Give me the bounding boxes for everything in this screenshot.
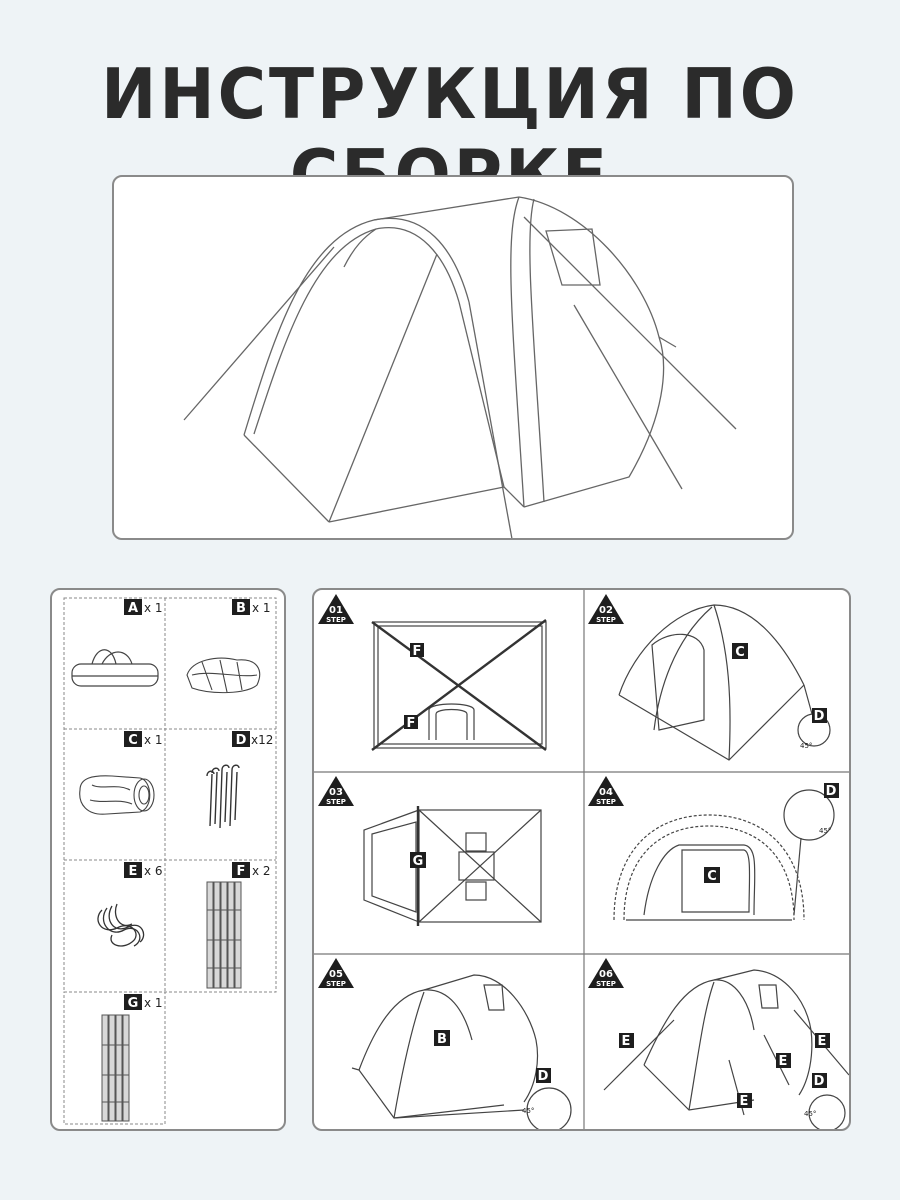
svg-text:04: 04 — [599, 787, 613, 798]
svg-text:x12: x12 — [251, 733, 273, 747]
svg-text:C: C — [128, 733, 138, 748]
svg-text:B: B — [437, 1032, 447, 1047]
svg-text:06: 06 — [599, 969, 613, 980]
step-06: 06 STEP E E E D E 4 — [588, 958, 849, 1129]
part-f: F x 2 — [206, 862, 271, 989]
svg-text:05: 05 — [329, 969, 343, 980]
svg-text:01: 01 — [329, 605, 343, 616]
svg-text:45°: 45° — [819, 827, 831, 835]
parts-list-panel: A x 1 B x 1 C x 1 — [50, 588, 286, 1131]
svg-text:F: F — [237, 864, 246, 879]
assembly-steps-panel: 01 STEP F F 02 STEP — [312, 588, 851, 1131]
part-c: C x 1 — [79, 731, 163, 815]
svg-text:STEP: STEP — [596, 980, 616, 988]
svg-text:B: B — [236, 601, 246, 616]
svg-text:STEP: STEP — [596, 616, 616, 624]
svg-text:E: E — [622, 1034, 631, 1049]
part-a: A x 1 — [71, 599, 163, 687]
svg-text:x 2: x 2 — [252, 864, 271, 878]
svg-text:x 6: x 6 — [144, 864, 163, 878]
part-d: D x12 — [206, 731, 273, 829]
svg-text:D: D — [826, 784, 837, 799]
step-05: 05 STEP B D 45° — [318, 958, 572, 1129]
svg-text:STEP: STEP — [596, 798, 616, 806]
svg-text:E: E — [779, 1054, 788, 1069]
poles-f-icon — [206, 881, 242, 989]
svg-text:STEP: STEP — [326, 616, 346, 624]
svg-text:x 1: x 1 — [252, 601, 271, 615]
svg-text:x 1: x 1 — [144, 733, 163, 747]
svg-text:G: G — [128, 996, 139, 1011]
svg-text:F: F — [407, 716, 416, 731]
svg-text:D: D — [538, 1069, 549, 1084]
svg-text:E: E — [818, 1034, 827, 1049]
carry-bag-icon — [71, 649, 159, 687]
steps-grid: 01 STEP F F 02 STEP — [314, 590, 849, 1129]
hero-tent-panel — [112, 175, 794, 540]
svg-text:STEP: STEP — [326, 798, 346, 806]
svg-text:F: F — [413, 644, 422, 659]
parts-grid: A x 1 B x 1 C x 1 — [63, 597, 277, 1125]
svg-text:45°: 45° — [804, 1110, 816, 1118]
svg-text:E: E — [740, 1094, 749, 1109]
svg-text:D: D — [236, 733, 247, 748]
step-03: 03 STEP G — [318, 776, 542, 926]
part-b: B x 1 — [186, 599, 271, 694]
step-02: 02 STEP C D 45° — [588, 594, 831, 761]
svg-text:A: A — [128, 601, 138, 616]
svg-text:D: D — [814, 709, 825, 724]
step-04: 04 STEP D C 45° — [588, 776, 839, 921]
svg-text:x 1: x 1 — [144, 996, 163, 1010]
tent-stakes-icon — [206, 764, 240, 829]
svg-text:C: C — [707, 869, 717, 884]
tent-illustration — [183, 196, 737, 538]
step-01: 01 STEP F F — [318, 594, 547, 751]
part-g: G x 1 — [101, 994, 163, 1122]
svg-text:D: D — [814, 1074, 825, 1089]
svg-text:STEP: STEP — [326, 980, 346, 988]
svg-text:x 1: x 1 — [144, 601, 163, 615]
svg-text:03: 03 — [329, 787, 343, 798]
svg-text:45°: 45° — [522, 1107, 534, 1115]
svg-text:E: E — [129, 864, 138, 879]
part-e: E x 6 — [97, 862, 163, 947]
svg-text:C: C — [735, 645, 745, 660]
poles-g-icon — [101, 1014, 130, 1122]
rolled-inner-tent-icon — [79, 775, 155, 815]
guy-rope-icon — [97, 903, 145, 947]
rolled-flysheet-icon — [186, 657, 261, 694]
svg-text:G: G — [413, 854, 424, 869]
svg-text:02: 02 — [599, 605, 613, 616]
svg-text:45°: 45° — [800, 742, 812, 750]
